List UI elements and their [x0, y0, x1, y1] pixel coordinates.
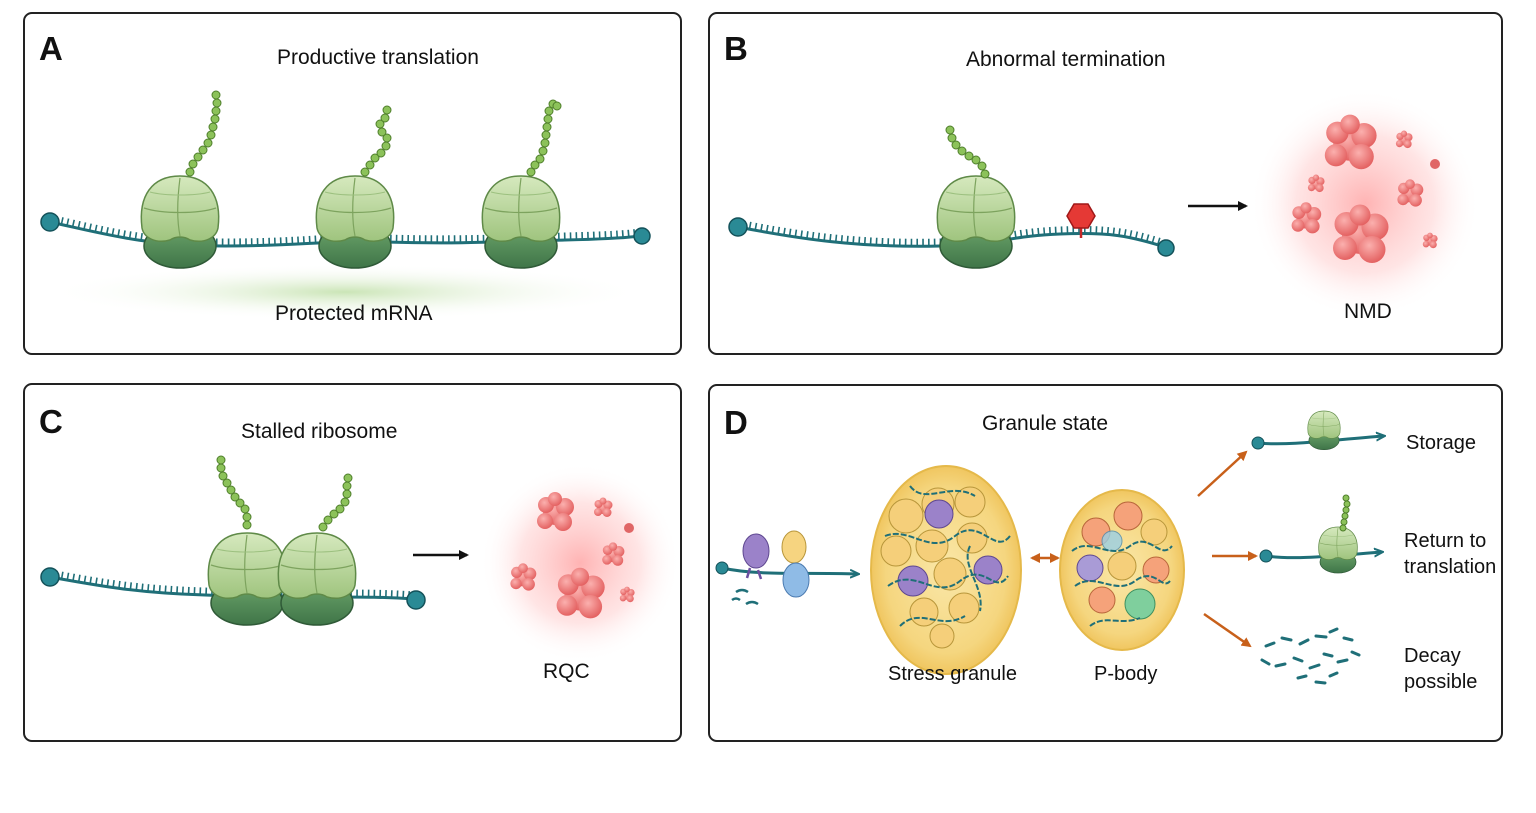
storage-mrna-icon: [1251, 410, 1384, 450]
peptide-chain-icon: [945, 125, 990, 179]
arrow-right-icon: [1197, 450, 1248, 497]
mrna-tail-icon: [1157, 239, 1175, 257]
panel-abnormal-termination: B Abnormal termination NMD: [708, 12, 1503, 355]
peptide-chain-icon: [526, 99, 562, 177]
ribosome-icon: [140, 175, 220, 269]
mrna-cap-icon: [40, 567, 60, 587]
mrna-tail-icon: [406, 590, 426, 610]
degradation-cluster-icon: [1291, 114, 1440, 263]
granule-illustration: [715, 410, 1503, 685]
mrnp-icon: [715, 530, 858, 606]
stop-codon-icon: [1066, 203, 1096, 238]
ribosome-icon: [207, 532, 287, 626]
panel-letter: A: [39, 30, 63, 67]
panel-stalled-ribosome: C Stalled ribosome RQC: [23, 383, 682, 742]
panel-letter: D: [724, 404, 748, 441]
panel-productive-translation: A Productive translation Protected mRNA: [23, 12, 682, 355]
mrna-tail-icon: [633, 227, 651, 245]
ribosome-icon: [936, 175, 1016, 269]
outcome-return-to-translation: Return to translation: [1404, 528, 1496, 580]
panel-granule-state: D Granule state: [708, 384, 1503, 742]
outcome-line: Storage: [1406, 432, 1477, 454]
p-body-label: P-body: [1094, 663, 1158, 685]
outcome-line: possible: [1404, 671, 1478, 693]
mrna-cap-icon: [40, 212, 60, 232]
rqc-illustration: [40, 455, 680, 663]
outcome-line: Return to: [1404, 530, 1487, 552]
outcome-line: Decay: [1404, 645, 1461, 667]
stress-granule-label: Stress granule: [888, 663, 1017, 685]
ribosome-icon: [1307, 410, 1341, 450]
ribosome-icon: [1318, 526, 1358, 574]
panel-letter: B: [724, 30, 748, 67]
peptide-chain-icon: [185, 90, 222, 177]
peptide-chain-icon: [360, 105, 392, 177]
polysome-illustration: [40, 90, 651, 320]
panel-title: Abnormal termination: [966, 48, 1166, 71]
outcome-label: NMD: [1344, 300, 1392, 323]
panel-title: Productive translation: [277, 46, 479, 69]
rna-fragments-icon: [1260, 627, 1361, 685]
outcome-label: RQC: [543, 660, 590, 683]
outcome-decay-possible: Decay possible: [1404, 643, 1477, 695]
degradation-cluster-icon: [510, 492, 635, 619]
panel-title: Stalled ribosome: [241, 420, 398, 443]
outcome-storage: Storage: [1406, 430, 1476, 456]
translating-mrna-icon: [1259, 494, 1382, 574]
ribosome-icon: [481, 175, 561, 269]
panel-letter: C: [39, 403, 63, 440]
peptide-chain-icon: [216, 455, 252, 530]
mrna-cap-icon: [728, 217, 748, 237]
outcome-line: translation: [1404, 556, 1497, 578]
stress-granule-icon: [870, 465, 1022, 675]
panel-title: Granule state: [982, 412, 1109, 435]
panel-caption: Protected mRNA: [275, 302, 433, 325]
ribosome-icon: [315, 175, 395, 269]
peptide-chain-icon: [318, 473, 353, 532]
p-body-icon: [1059, 489, 1185, 651]
ribosome-icon: [277, 532, 357, 626]
arrow-right-icon: [1203, 612, 1252, 648]
nmd-illustration: [728, 89, 1480, 319]
